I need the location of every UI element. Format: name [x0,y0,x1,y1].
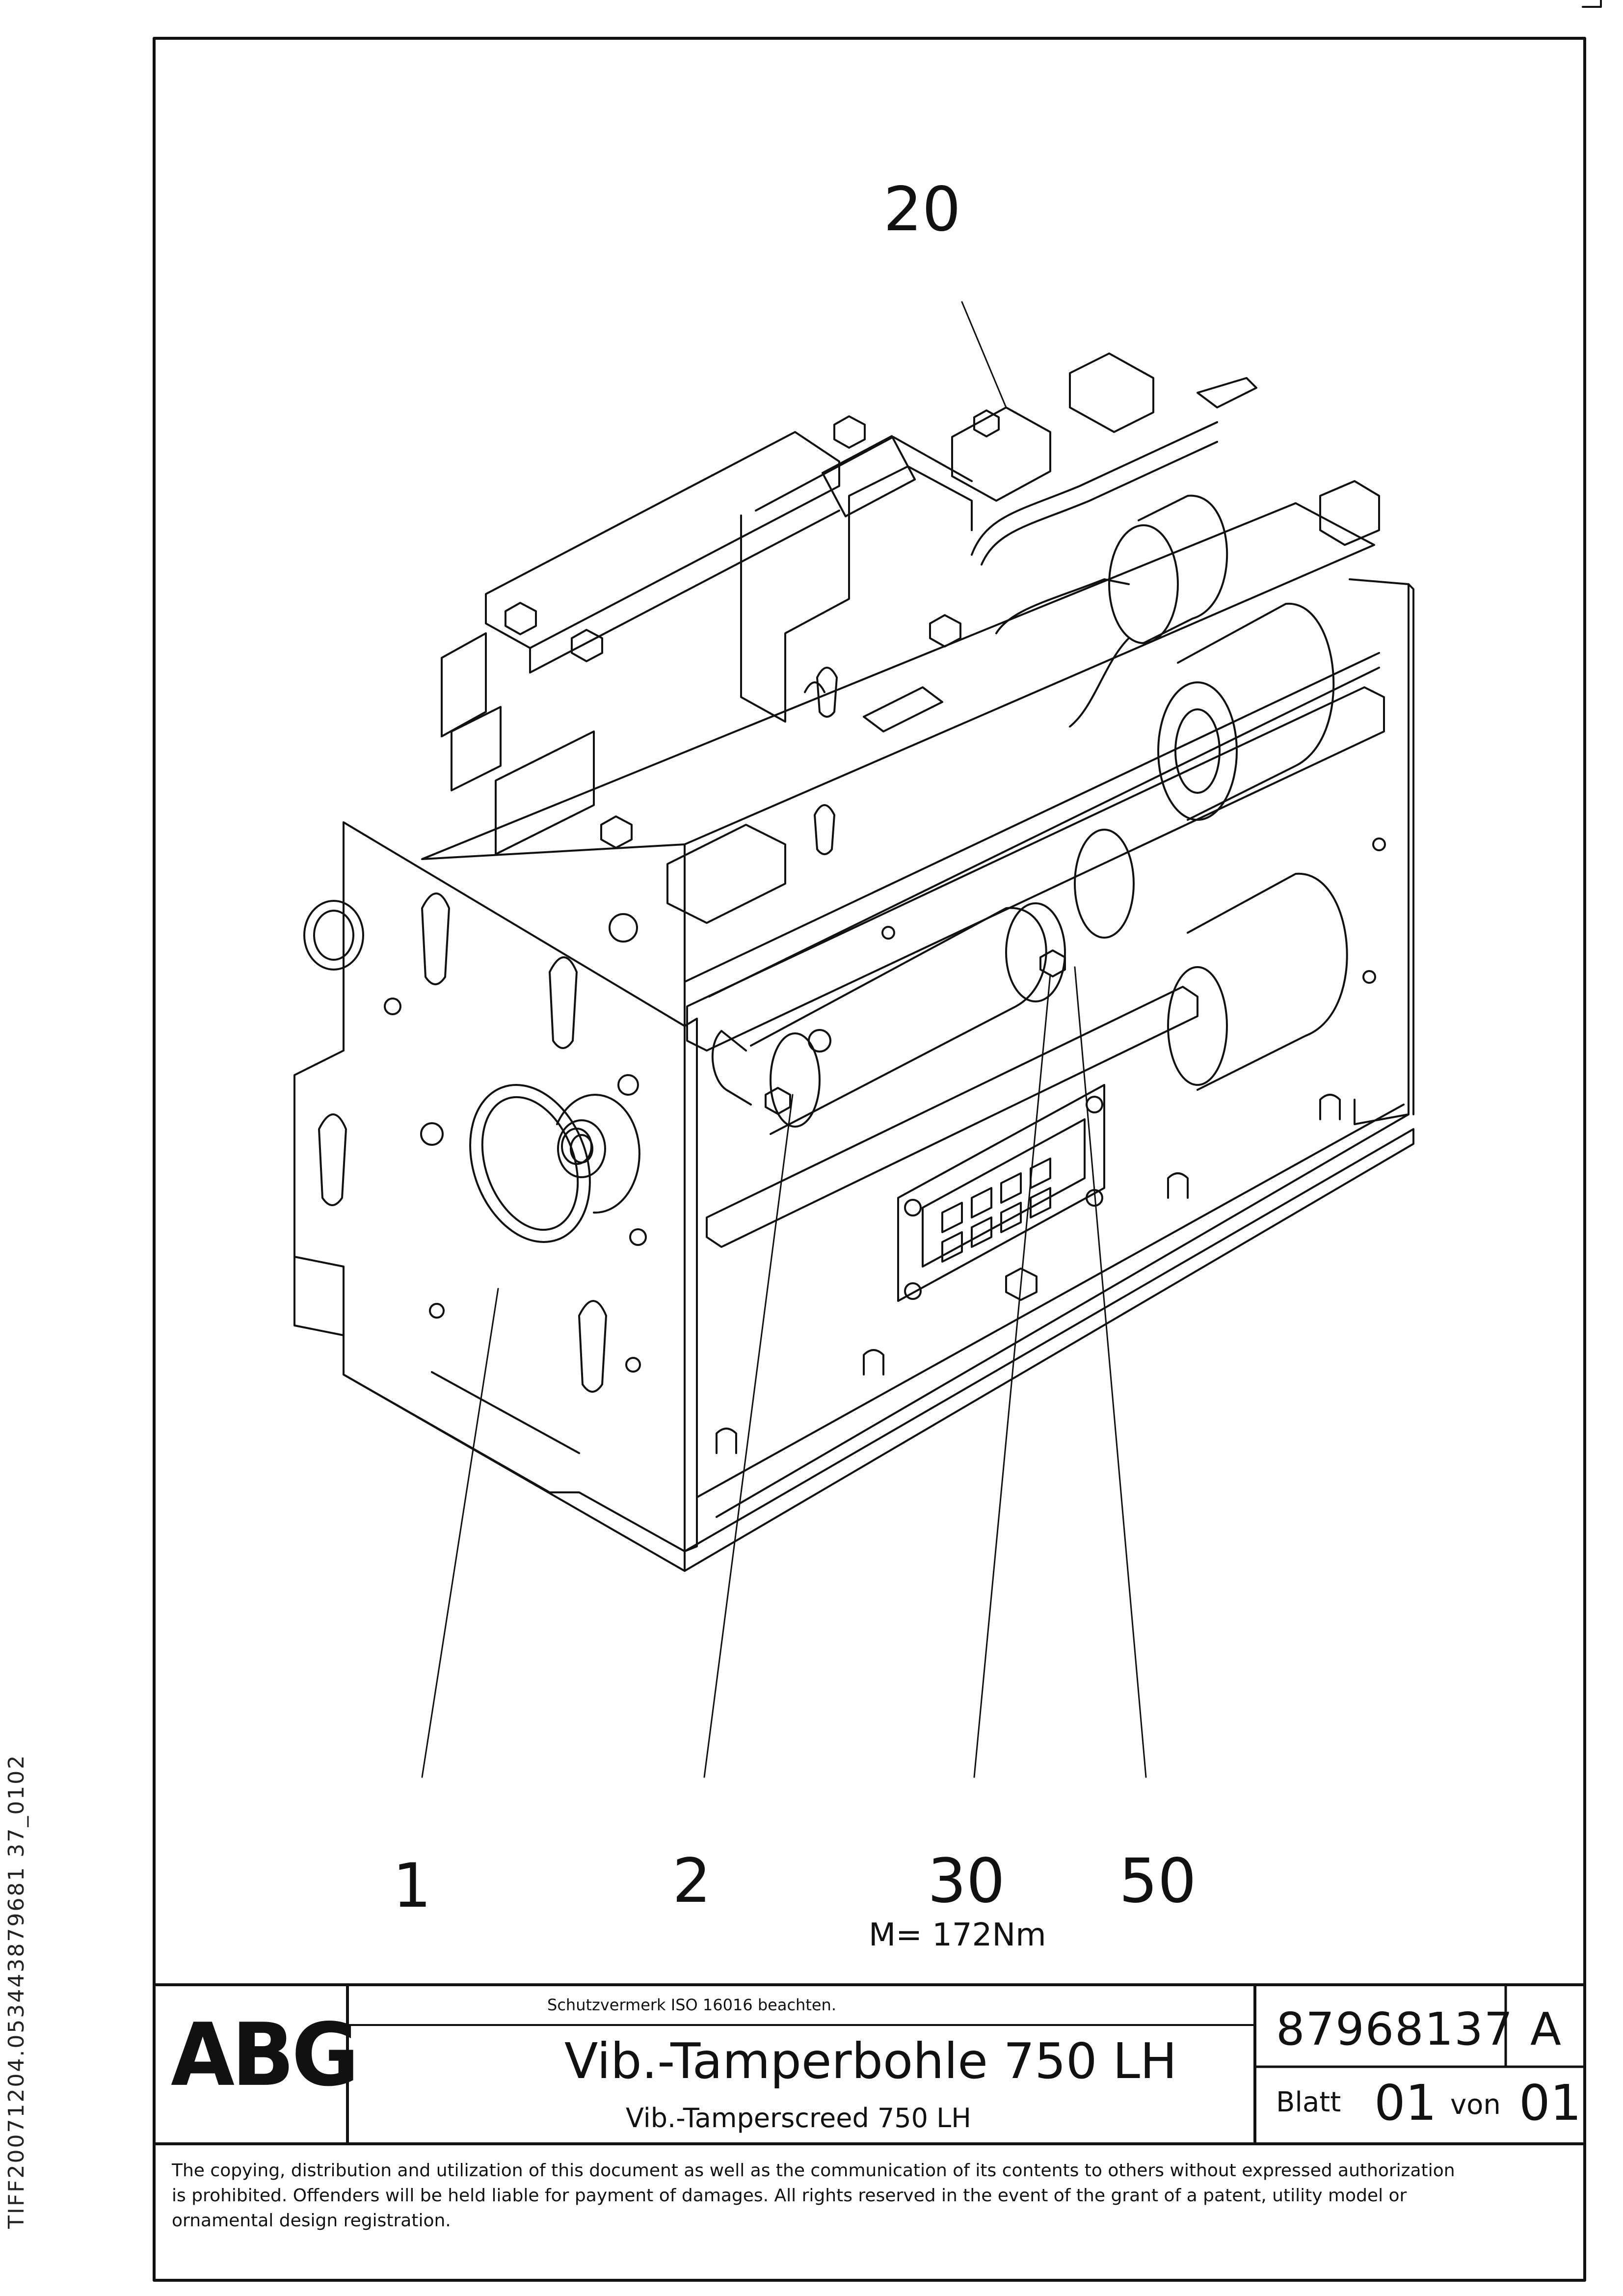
callout-30: 30 [928,1846,1005,1917]
tamper-screed-illustration [293,352,1414,1572]
callout-20: 20 [883,174,961,245]
cylinder-upper [1138,494,1228,644]
side-document-id: TIFF20071204.053443879681 37_0102 [4,1754,29,2229]
copyright-notice: The copying, distribution and utilizatio… [172,2158,1575,2233]
company-logo: ABG [171,2004,359,2106]
of-label: von [1450,2089,1501,2121]
revision-letter: A [1530,2003,1561,2055]
torque-note: M= 172Nm [869,1917,1046,1953]
protection-notice: Schutzvermerk ISO 16016 beachten. [547,1996,836,2014]
callout-1: 1 [393,1851,431,1921]
cylinder-middle [1177,602,1335,821]
document-number: 87968137 [1276,2003,1514,2055]
drawing-title-english: Vib.-Tamperscreed 750 LH [626,2103,971,2134]
copyright-line: The copying, distribution and utilizatio… [172,2161,1455,2181]
sheet-number: 01 [1374,2074,1437,2132]
sheet-border [153,37,1586,2282]
callout-2: 2 [672,1846,711,1917]
sheet-total: 01 [1519,2074,1582,2132]
right-end-plate [1349,578,1410,1125]
front-cylinder [750,907,1047,1135]
cylinder-lower [1187,872,1348,1091]
sheet-label: Blatt [1276,2086,1341,2118]
callout-50: 50 [1119,1846,1197,1917]
leader-lines [421,301,1147,1778]
copyright-line: is prohibited. Offenders will be held li… [172,2186,1407,2206]
copyright-line: ornamental design registration. [172,2211,451,2231]
drawing-title-german: Vib.-Tamperbohle 750 LH [564,2032,1177,2090]
